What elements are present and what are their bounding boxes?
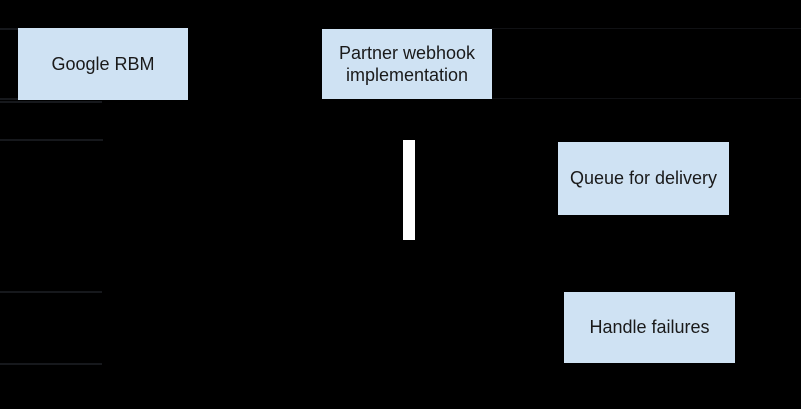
- node-google-rbm-label: Google RBM: [51, 53, 155, 74]
- node-google-rbm: Google RBM: [18, 28, 188, 100]
- connector-line: [492, 28, 801, 29]
- node-handle-failures-label: Handle failures: [589, 317, 710, 338]
- connector-line: [0, 98, 18, 100]
- node-handle-failures: Handle failures: [564, 292, 735, 363]
- connector-line: [0, 363, 102, 365]
- activation-bar: [403, 140, 415, 240]
- node-queue-for-delivery: Queue for delivery: [558, 142, 729, 215]
- connector-line: [0, 101, 102, 103]
- connector-line: [0, 291, 102, 293]
- connector-line: [0, 139, 103, 141]
- node-partner-webhook-implementation: Partner webhook implementation: [322, 29, 492, 99]
- node-partner-webhook-implementation-label: Partner webhook implementation: [338, 42, 476, 86]
- connector-line: [492, 98, 801, 99]
- connector-line: [0, 28, 18, 30]
- node-queue-for-delivery-label: Queue for delivery: [569, 168, 718, 189]
